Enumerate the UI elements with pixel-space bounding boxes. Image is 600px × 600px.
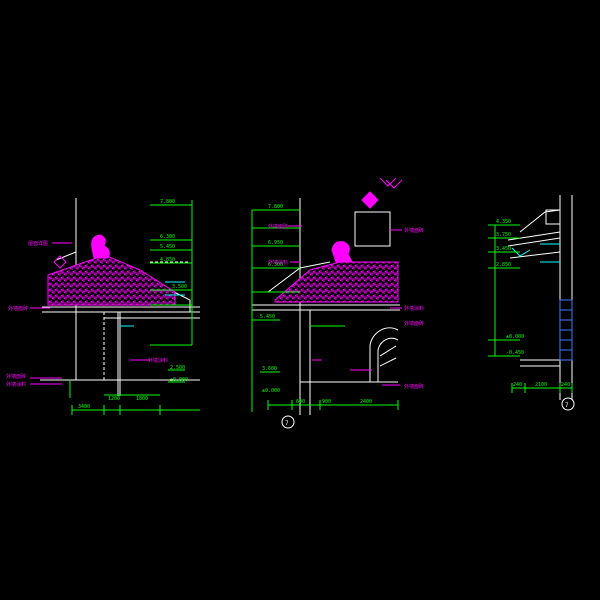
left-dimension-texts: 7.800 6.300 5.450 4.850 3.500 2.500 ±0.0… [78, 199, 188, 410]
right-wall-grid [559, 299, 573, 361]
left-ridge-ornament [91, 234, 110, 259]
left-callouts [30, 242, 150, 385]
middle-dim-b3: 2400 [360, 399, 372, 405]
left-eave-detail [120, 281, 185, 327]
left-section-outline [40, 198, 200, 396]
right-section-number: 7 [565, 402, 569, 409]
left-dim-2: 6.300 [160, 234, 175, 240]
middle-section-detail: 7.800 6.950 6.300 5.450 3.600 ±0.000 600… [251, 177, 424, 429]
middle-section-outline [252, 198, 400, 415]
right-section-detail: 4.350 3.750 3.450 2.850 ±0.000 -0.450 24… [488, 195, 575, 411]
left-label-3: 外墙涂料 [148, 357, 168, 364]
right-dimension-texts: 4.350 3.750 3.450 2.850 ±0.000 -0.450 24… [496, 219, 570, 388]
right-dim-b2: 2100 [535, 382, 547, 388]
left-dim-3: 5.450 [160, 244, 175, 250]
middle-dimension-texts: 7.800 6.950 6.300 5.450 3.600 ±0.000 600… [260, 204, 372, 405]
right-dim-b3: 240 [561, 382, 570, 388]
middle-label-2: 外墙涂料 [268, 259, 288, 266]
left-dim-7: ±0.000 [170, 377, 188, 383]
middle-section-number: 7 [285, 420, 289, 427]
left-callout-texts: 屋面详图 外墙面砖 外墙涂料 外墙面砖 外墙涂料 [6, 240, 168, 388]
left-dim-6: 2.500 [170, 365, 185, 371]
left-level-diamond [53, 255, 67, 269]
middle-roof-tile-hatch [274, 261, 399, 303]
right-dimension-chain [488, 224, 573, 393]
middle-label-4: 外墙涂料 [404, 305, 424, 312]
right-eave-detail [511, 243, 560, 263]
right-dim-1: 4.350 [496, 219, 511, 225]
middle-callouts [288, 225, 402, 386]
middle-dim-6: ±0.000 [262, 388, 280, 394]
left-dim-5: 3.500 [172, 284, 187, 290]
left-section-detail: 7.800 6.300 5.450 4.850 3.500 2.500 ±0.0… [6, 198, 200, 415]
left-label-2: 外墙面砖 [8, 305, 28, 312]
left-label-5: 外墙涂料 [6, 381, 26, 388]
middle-section-mark: 7 [281, 415, 295, 429]
middle-dim-4: 5.450 [260, 314, 275, 320]
middle-ridge-ornament [331, 241, 353, 263]
middle-finial [361, 177, 403, 209]
middle-dim-3: 6.300 [268, 262, 283, 268]
left-dimension-chain [69, 200, 200, 415]
right-dim-4: 2.850 [496, 262, 511, 268]
middle-dim-b1: 600 [296, 399, 305, 405]
middle-label-6: 外墙面砖 [404, 383, 424, 390]
left-dim-b3: 1800 [136, 396, 148, 402]
right-section-mark: 7 [561, 397, 575, 411]
middle-label-3: 外墙面砖 [404, 227, 424, 234]
middle-dim-b2: 900 [322, 399, 331, 405]
left-label-1: 屋面详图 [28, 240, 48, 247]
right-dim-6: -0.450 [506, 350, 524, 356]
left-dim-4: 4.850 [160, 257, 175, 263]
middle-dimension-chain [251, 209, 399, 412]
right-dim-5: ±0.000 [506, 334, 524, 340]
right-dim-3: 3.450 [496, 246, 511, 252]
left-dim-b2: 1200 [108, 396, 120, 402]
right-dim-2: 3.750 [496, 232, 511, 238]
middle-callout-texts: 外墙面砖 外墙涂料 外墙面砖 外墙涂料 外墙面砖 外墙面砖 [268, 223, 424, 390]
right-dim-b1: 240 [513, 382, 522, 388]
left-dim-b1: 3400 [78, 404, 90, 410]
right-section-outline [507, 195, 573, 400]
left-label-4: 外墙面砖 [6, 373, 26, 380]
middle-dim-1: 7.800 [268, 204, 283, 210]
middle-label-1: 外墙面砖 [268, 223, 288, 230]
left-dim-1: 7.800 [160, 199, 175, 205]
middle-dim-5: 3.600 [262, 366, 277, 372]
middle-label-5: 外墙面砖 [404, 320, 424, 327]
middle-dim-2: 6.950 [268, 240, 283, 246]
